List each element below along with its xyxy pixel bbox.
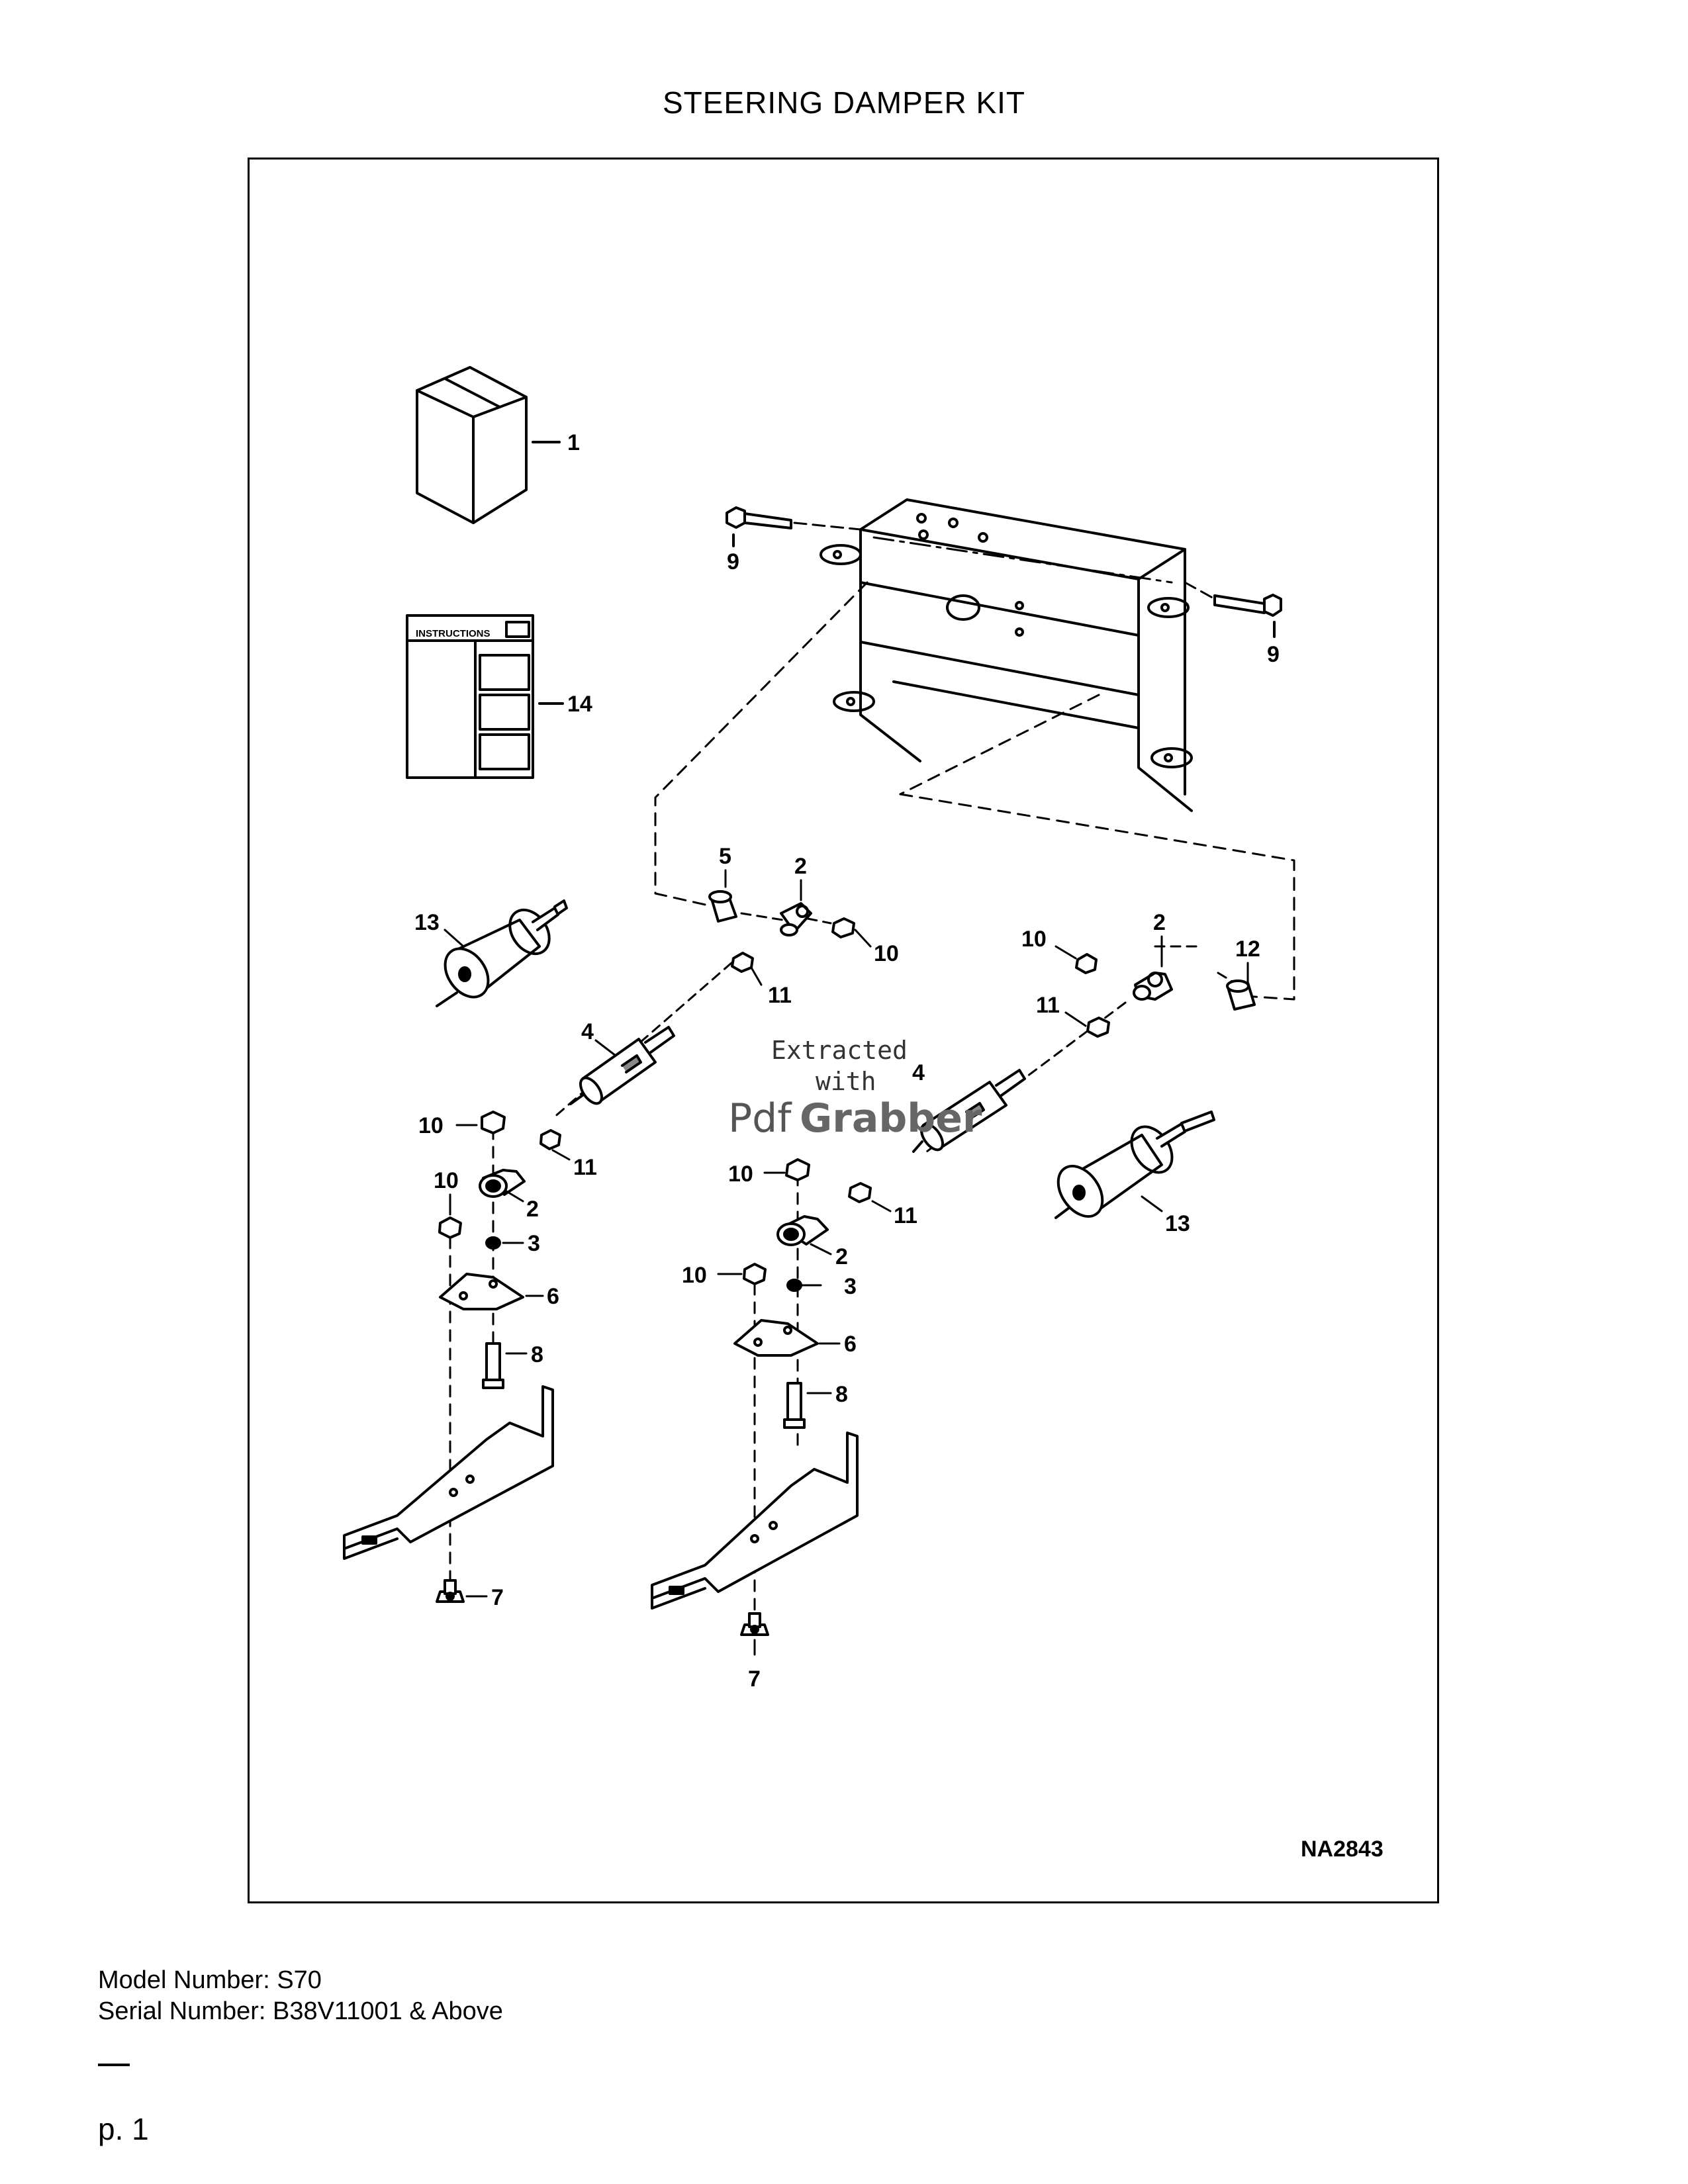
upper-left-hardware [708, 890, 855, 973]
model-number: Model Number: S70 [98, 1966, 322, 1994]
callout-13-right: 13 [1165, 1211, 1190, 1236]
callout-1: 1 [567, 430, 580, 455]
instructions-label: INSTRUCTIONS [416, 628, 491, 639]
callout-7-lower-right: 7 [748, 1666, 761, 1692]
upper-right-hardware [1075, 953, 1256, 1038]
callout-14: 14 [567, 692, 592, 717]
page-divider [98, 2064, 130, 2066]
callout-11-upper-left: 11 [768, 983, 792, 1008]
callout-8-lower-right: 8 [835, 1382, 848, 1407]
callout-10-lower-right-a: 10 [728, 1161, 753, 1187]
bolt-9-left [726, 506, 792, 547]
damper-13-left [436, 899, 568, 1007]
strut-4-right [912, 1069, 1026, 1153]
lower-left-hardware [343, 1111, 561, 1603]
callout-10-lower-left-a: 10 [418, 1113, 444, 1138]
callout-2-upper-left: 2 [794, 854, 807, 879]
callout-8-lower-left: 8 [531, 1342, 543, 1367]
diagram-frame [248, 158, 1439, 1903]
callout-10-upper-right: 10 [1021, 927, 1047, 952]
page-number: p. 1 [98, 2112, 149, 2146]
strut-4-left [569, 1026, 675, 1105]
callout-11-lower-right: 11 [894, 1203, 917, 1228]
callout-11-lower-left: 11 [573, 1155, 597, 1180]
page-title: STEERING DAMPER KIT [662, 85, 1026, 120]
callout-10-lower-right-b: 10 [682, 1263, 707, 1288]
kit-box-part [416, 366, 561, 524]
instructions-sheet-part [406, 614, 564, 779]
callout-2-lower-right: 2 [835, 1244, 848, 1269]
callout-3-lower-right: 3 [844, 1274, 857, 1299]
callout-13-left: 13 [414, 910, 440, 935]
watermark-brand-a: Pdf [728, 1095, 792, 1142]
callout-2-lower-left: 2 [526, 1197, 539, 1222]
callout-12: 12 [1235, 936, 1260, 962]
callout-11-upper-right: 11 [1036, 993, 1060, 1018]
callout-3-lower-left: 3 [528, 1231, 540, 1256]
callout-4-left: 4 [581, 1019, 594, 1044]
damper-13-right [1055, 1111, 1215, 1219]
watermark-brand-b: Grabber [800, 1095, 982, 1142]
callout-6-lower-left: 6 [547, 1284, 559, 1309]
watermark-line2: with [816, 1067, 876, 1096]
lower-right-hardware [651, 1158, 872, 1636]
callout-10-lower-left-b: 10 [434, 1168, 459, 1193]
callout-9-right: 9 [1267, 642, 1280, 667]
callout-4-right: 4 [912, 1060, 925, 1085]
figure-id: NA2843 [1301, 1837, 1383, 1862]
callout-10-upper-left: 10 [874, 941, 899, 966]
bolt-9-right [1213, 594, 1282, 638]
callout-7-lower-left: 7 [491, 1585, 504, 1610]
callout-2-upper-right: 2 [1153, 910, 1166, 935]
serial-number: Serial Number: B38V11001 & Above [98, 1997, 503, 2025]
leader-lines [444, 869, 1249, 1656]
callout-6-lower-right: 6 [844, 1332, 857, 1357]
callout-9-left: 9 [727, 549, 739, 574]
watermark-line1: Extracted [771, 1036, 908, 1065]
mounting-bracket-part [820, 498, 1193, 812]
callout-5: 5 [719, 844, 731, 869]
